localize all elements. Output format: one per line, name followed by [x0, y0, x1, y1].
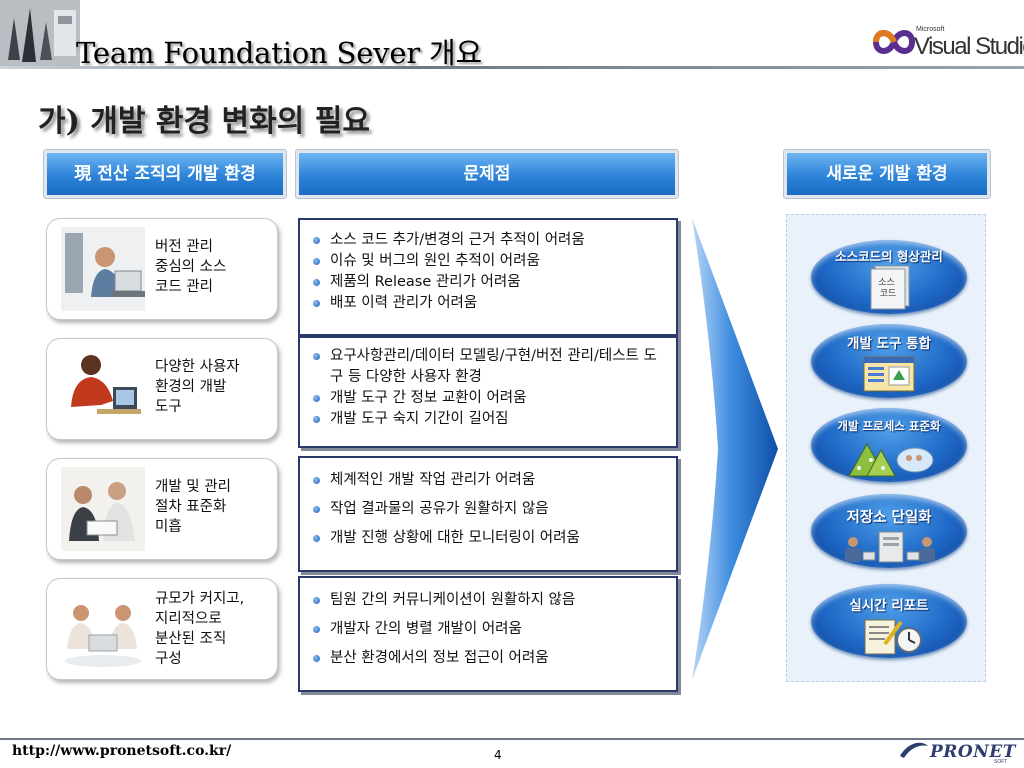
- column-header-current: 現 전산 조직의 개발 환경: [44, 150, 286, 198]
- distributed-workers-icon: [61, 587, 145, 671]
- header-photo: [0, 0, 80, 66]
- tool-window-icon: [863, 356, 915, 392]
- problem-item: 체계적인 개발 작업 관리가 어려움: [300, 466, 676, 495]
- situation-text: 개발 및 관리 절차 표준화 미흡: [155, 479, 231, 535]
- slide-title: Team Foundation Sever 개요: [76, 36, 482, 70]
- column-header-new: 새로운 개발 환경: [784, 150, 990, 198]
- team-discussion-icon: [61, 467, 145, 551]
- situation-card: 규모가 커지고, 지리적으로 분산된 조직 구성: [46, 578, 278, 680]
- situation-card: 다양한 사용자 환경의 개발 도구: [46, 338, 278, 440]
- problem-item: 소스 코드 추가/변경의 근거 추적이 어려움: [300, 230, 676, 251]
- situation-text: 버전 관리 중심의 소스 코드 관리: [155, 239, 227, 295]
- situation-text: 규모가 커지고, 지리적으로 분산된 조직 구성: [155, 591, 245, 667]
- situation-card: 버전 관리 중심의 소스 코드 관리: [46, 218, 278, 320]
- solution-oval: 개발 도구 통합: [811, 324, 967, 398]
- solution-label: 소스코드의 형상관리: [835, 249, 943, 264]
- situation-text: 다양한 사용자 환경의 개발 도구: [155, 359, 240, 415]
- server-users-icon: [845, 531, 935, 563]
- problem-item: 개발 진행 상황에 대한 모니터링이 어려움: [300, 524, 676, 553]
- column-header-problems: 문제점: [296, 150, 678, 198]
- bullet-icon: [313, 353, 320, 360]
- solution-label: 개발 도구 통합: [847, 336, 931, 352]
- transition-arrow-icon: [692, 218, 778, 680]
- problem-box: 소스 코드 추가/변경의 근거 추적이 어려움 이슈 및 버그의 원인 추적이 …: [298, 218, 678, 336]
- source-docs-line-2: 코드: [880, 289, 897, 299]
- visual-studio-infinity-icon: [872, 30, 916, 54]
- bullet-icon: [313, 535, 320, 542]
- pronet-logo: PRONET SOFT: [898, 738, 1020, 766]
- section-heading: 가) 개발 환경 변화의 필요: [38, 104, 370, 139]
- svg-text:소스 코드: 소스 코드: [878, 277, 897, 299]
- process-pyramid-icon: [848, 442, 934, 477]
- header-divider: [0, 66, 1024, 69]
- problem-box: 체계적인 개발 작업 관리가 어려움 작업 결과물의 공유가 원활하지 않음 개…: [298, 456, 678, 572]
- bullet-icon: [313, 506, 320, 513]
- problem-item: 개발 도구 간 정보 교환이 어려움: [300, 388, 676, 409]
- solution-label: 개발 프로세스 표준화: [837, 419, 941, 433]
- bullet-icon: [313, 477, 320, 484]
- problem-item: 제품의 Release 관리가 어려움: [300, 272, 676, 293]
- visual-studio-text: Visual Studio: [914, 33, 1024, 60]
- problem-box: 요구사항관리/데이터 모델링/구현/버전 관리/테스트 도구 등 다양한 사용자…: [298, 336, 678, 448]
- microsoft-text: Microsoft: [916, 26, 945, 33]
- bullet-icon: [313, 395, 320, 402]
- developer-at-desk-icon: [61, 347, 145, 431]
- source-docs-icon: 소스 코드: [870, 265, 910, 310]
- solution-label: 저장소 단일화: [846, 510, 932, 526]
- page-number: 4: [494, 748, 502, 762]
- solution-oval: 실시간 리포트: [811, 584, 967, 658]
- source-docs-line-1: 소스: [878, 277, 895, 288]
- solution-oval: 저장소 단일화: [811, 494, 967, 568]
- pronet-brand-text: PRONET: [930, 742, 1016, 762]
- bullet-icon: [313, 416, 320, 423]
- problem-item: 개발 도구 숙지 기간이 길어짐: [300, 409, 676, 430]
- bullet-icon: [313, 597, 320, 604]
- problem-item: 배포 이력 관리가 어려움: [300, 293, 676, 314]
- bullet-icon: [313, 626, 320, 633]
- solution-oval: 소스코드의 형상관리 소스 코드: [811, 240, 967, 314]
- person-at-computer-icon: [61, 227, 145, 311]
- bullet-icon: [313, 279, 320, 286]
- situation-card: 개발 및 관리 절차 표준화 미흡: [46, 458, 278, 560]
- pronet-swoosh-icon: [900, 742, 928, 758]
- bullet-icon: [313, 237, 320, 244]
- footer-divider: [0, 738, 1024, 740]
- problem-item: 분산 환경에서의 정보 접근이 어려움: [300, 644, 676, 673]
- problem-item: 개발자 간의 병렬 개발이 어려움: [300, 615, 676, 644]
- visual-studio-logo: Microsoft Visual Studio: [872, 22, 1024, 68]
- problem-item: 이슈 및 버그의 원인 추적이 어려움: [300, 251, 676, 272]
- problem-item: 작업 결과물의 공유가 원활하지 않음: [300, 495, 676, 524]
- solution-oval: 개발 프로세스 표준화: [811, 408, 967, 482]
- report-clock-icon: [864, 619, 922, 655]
- bullet-icon: [313, 258, 320, 265]
- solution-label: 실시간 리포트: [849, 598, 929, 614]
- bullet-icon: [313, 300, 320, 307]
- bullet-icon: [313, 655, 320, 662]
- pronet-brand-subtext: SOFT: [994, 759, 1008, 765]
- problem-item: 요구사항관리/데이터 모델링/구현/버전 관리/테스트 도구 등 다양한 사용자…: [300, 346, 676, 388]
- problem-box: 팀원 간의 커뮤니케이션이 원활하지 않음 개발자 간의 병렬 개발이 어려움 …: [298, 576, 678, 692]
- footer-url-link[interactable]: http://www.pronetsoft.co.kr/: [12, 743, 232, 759]
- problem-item: 팀원 간의 커뮤니케이션이 원활하지 않음: [300, 586, 676, 615]
